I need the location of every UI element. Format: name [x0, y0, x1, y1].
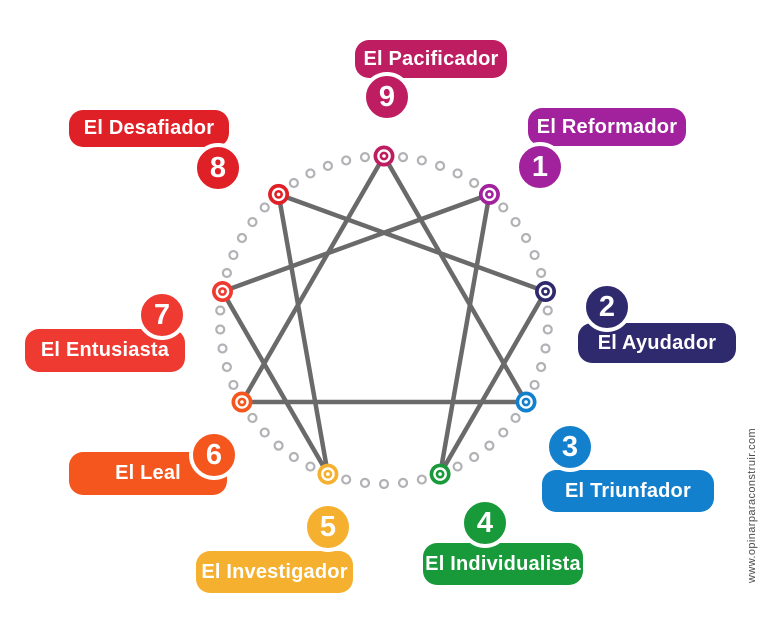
type-number-badge: 8 — [193, 143, 243, 193]
type-pill: El Leal — [69, 452, 227, 495]
type-label: El Leal — [115, 462, 181, 484]
type-label: El Entusiasta — [40, 339, 170, 361]
type-number-badge: 5 — [303, 502, 353, 552]
type-label: El Triunfador — [565, 479, 691, 502]
type-number-badge: 4 — [460, 498, 510, 548]
type-number-badge: 7 — [137, 290, 187, 340]
type-number-badge: 1 — [515, 142, 565, 192]
type-number-badge: 9 — [362, 72, 412, 122]
type-label: El Ayudador — [597, 331, 717, 354]
type-pill: El Reformador — [528, 108, 686, 146]
type-pill: El Desafiador — [69, 110, 229, 147]
type-pill: El Individualista — [423, 543, 583, 585]
type-number-badge: 6 — [189, 430, 239, 480]
type-label: El Reformador — [536, 115, 678, 138]
type-label: El Individualista — [425, 552, 581, 575]
site-watermark: www.opinarparaconstruir.com — [746, 427, 758, 583]
type-number-badge: 3 — [545, 422, 595, 472]
type-pill: El Pacificador — [355, 40, 507, 78]
type-label: El Desafiador — [83, 117, 215, 139]
type-label: El Pacificador — [363, 47, 499, 70]
type-label: El Investigador — [201, 560, 348, 583]
type-pill: El Triunfador — [542, 470, 714, 512]
type-pill: El Investigador — [196, 551, 353, 593]
type-number-badge: 2 — [582, 282, 632, 332]
type-pill: El Entusiasta — [25, 329, 185, 372]
